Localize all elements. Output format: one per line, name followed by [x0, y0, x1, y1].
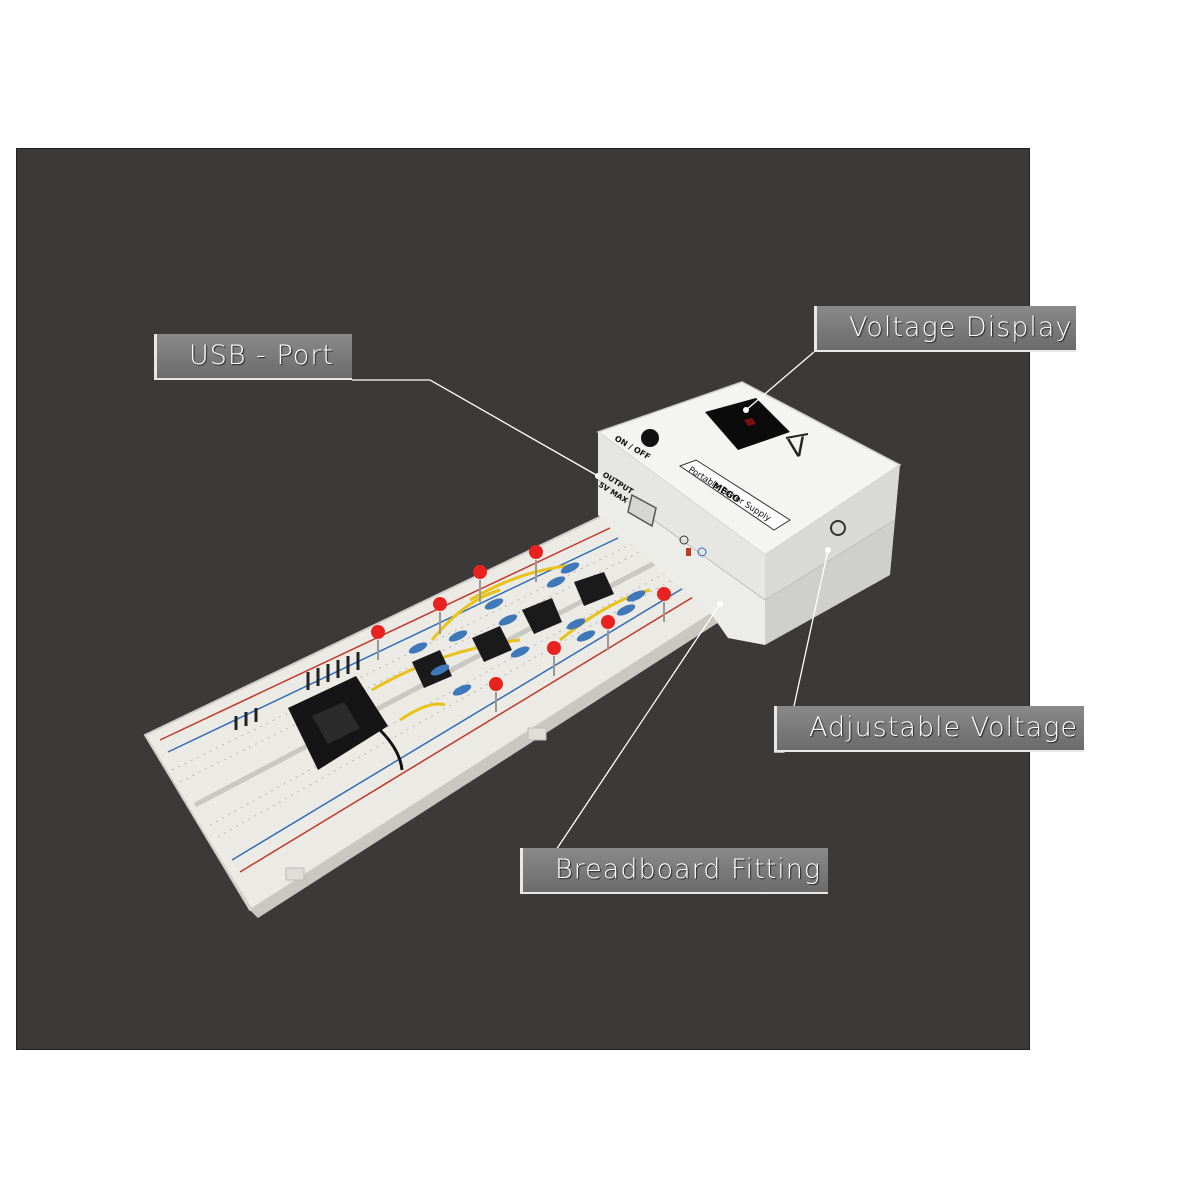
ic-chips	[412, 572, 614, 688]
volt-logo-text: V	[786, 432, 809, 465]
adjustable-voltage-callout: Adjustable Voltage	[774, 706, 1084, 752]
usb-port-callout: USB - Port	[154, 334, 352, 380]
breadboard-fitting-callout: Breadboard Fitting	[520, 848, 828, 894]
circuit-components	[234, 545, 671, 771]
red-leds	[371, 545, 671, 712]
voltage-display-callout: Voltage Display	[814, 306, 1076, 352]
resistors	[408, 562, 646, 696]
power-supply-box: V ON / OFF Portable Power Supply MEGO OU…	[596, 381, 902, 645]
callout-dots	[595, 407, 831, 607]
power-button	[641, 429, 659, 447]
usb-port	[627, 493, 657, 528]
